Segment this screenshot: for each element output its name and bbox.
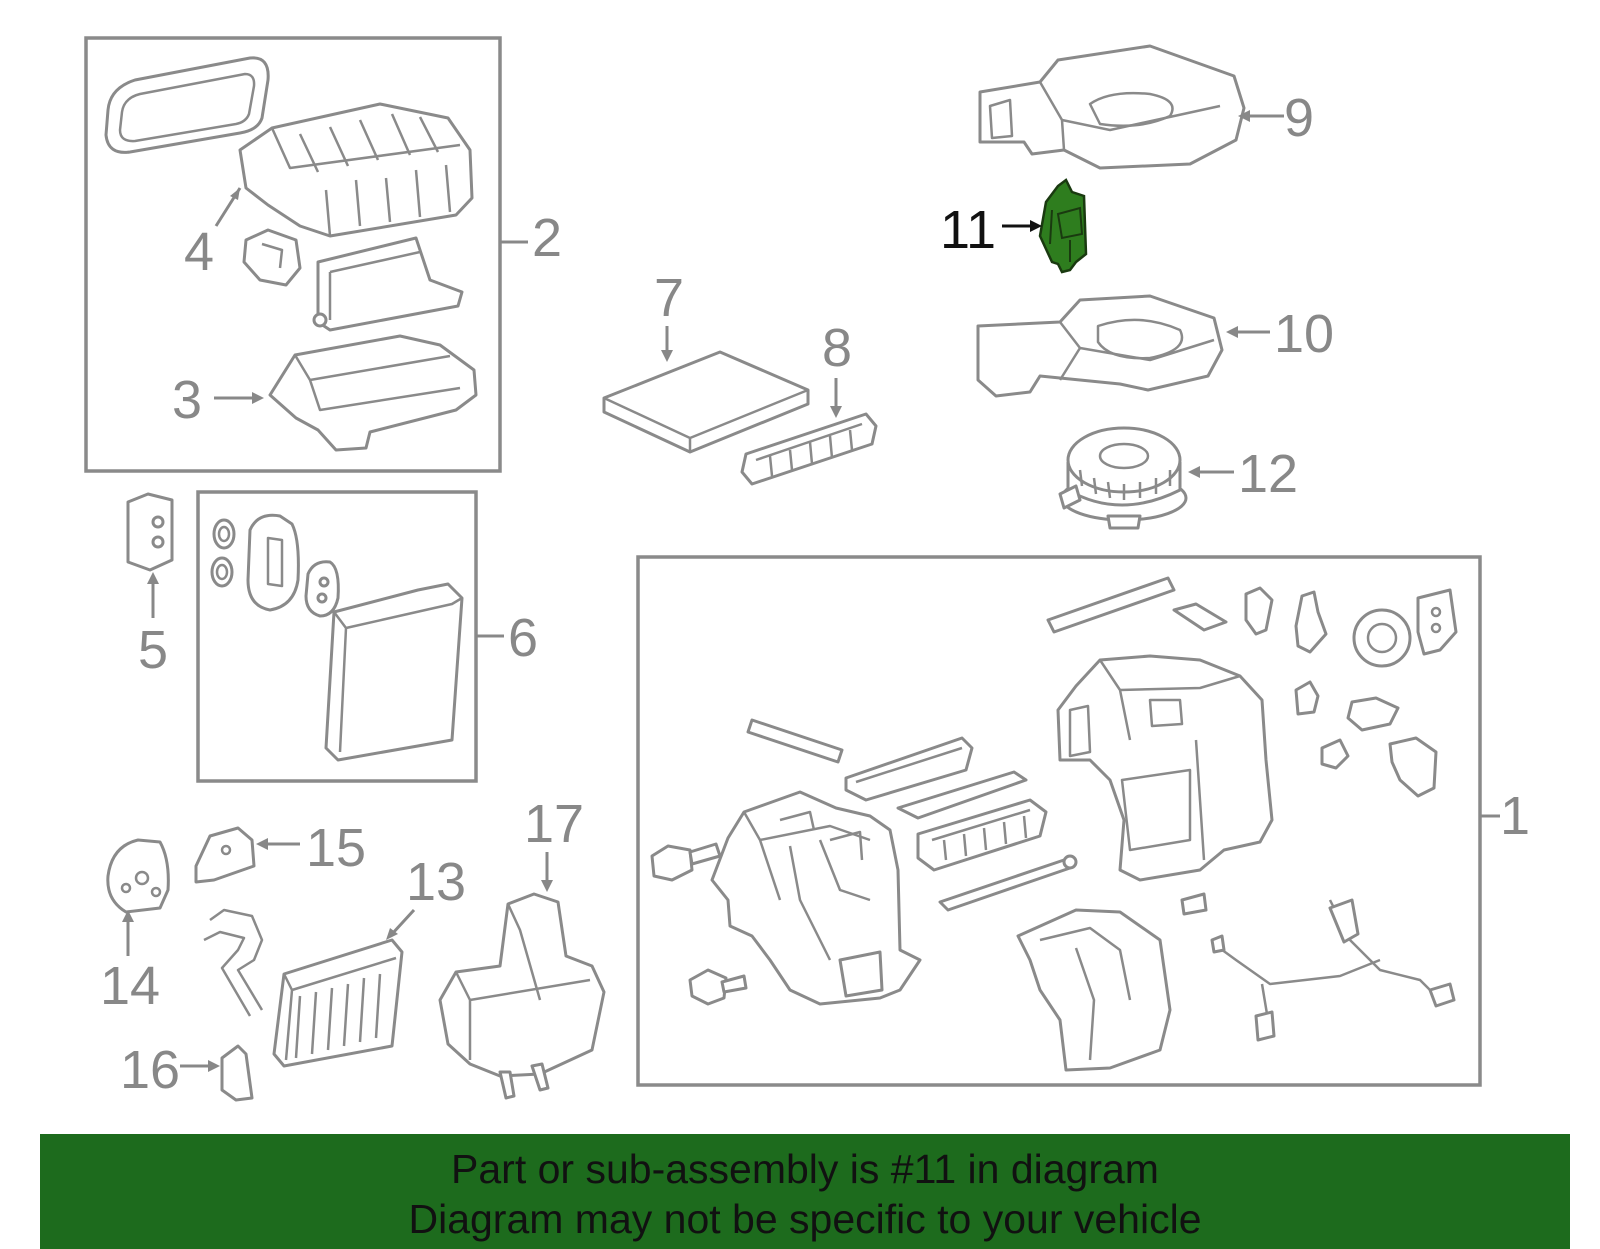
part-filter-housing bbox=[312, 236, 464, 332]
part-6-seals bbox=[210, 513, 340, 618]
callout-3: 3 bbox=[172, 370, 202, 430]
part-gasket-frame bbox=[104, 56, 270, 154]
leader-lines bbox=[122, 110, 1500, 1072]
callout-17: 17 bbox=[524, 794, 584, 854]
callout-13: 13 bbox=[406, 852, 466, 912]
part-15-clip bbox=[194, 826, 256, 884]
part-actuator-small bbox=[242, 228, 302, 287]
group-box-2 bbox=[84, 36, 502, 473]
part-4-upper-case bbox=[238, 102, 474, 238]
part-12-blower-motor bbox=[1058, 426, 1188, 530]
part-8-filter-door bbox=[740, 412, 878, 486]
part-9-upper-blower-case bbox=[978, 44, 1246, 170]
part-16-clip bbox=[220, 1044, 254, 1102]
part-6-evaporator bbox=[324, 582, 464, 762]
callout-4: 4 bbox=[184, 222, 214, 282]
callout-2: 2 bbox=[532, 208, 562, 268]
callout-10: 10 bbox=[1274, 304, 1334, 364]
part-5-block bbox=[126, 492, 174, 572]
banner-line-1: Part or sub-assembly is #11 in diagram bbox=[451, 1146, 1159, 1192]
group-box-1 bbox=[636, 555, 1482, 1087]
callout-15: 15 bbox=[306, 818, 366, 878]
callout-5: 5 bbox=[138, 620, 168, 680]
callout-16: 16 bbox=[120, 1040, 180, 1100]
callout-1: 1 bbox=[1500, 786, 1530, 846]
part-13-heater-core bbox=[203, 908, 404, 1068]
part-3-lower-case bbox=[268, 334, 478, 452]
part-17-duct bbox=[438, 892, 606, 1100]
callout-12: 12 bbox=[1238, 444, 1298, 504]
part-7-cabin-filter bbox=[602, 350, 810, 454]
callout-11: 11 bbox=[940, 200, 996, 260]
callout-6: 6 bbox=[508, 608, 538, 668]
info-banner: Part or sub-assembly is #11 in diagram D… bbox=[40, 1134, 1570, 1249]
part-10-lower-blower-case bbox=[976, 294, 1224, 398]
callout-14: 14 bbox=[100, 956, 160, 1016]
part-14-bracket bbox=[106, 838, 170, 914]
callout-7: 7 bbox=[654, 268, 684, 328]
part-1-hvac-module bbox=[650, 576, 1458, 1072]
callout-8: 8 bbox=[822, 318, 852, 378]
callout-9: 9 bbox=[1284, 88, 1314, 148]
part-11-blower-resistor bbox=[1038, 178, 1088, 274]
banner-line-2: Diagram may not be specific to your vehi… bbox=[408, 1196, 1202, 1242]
